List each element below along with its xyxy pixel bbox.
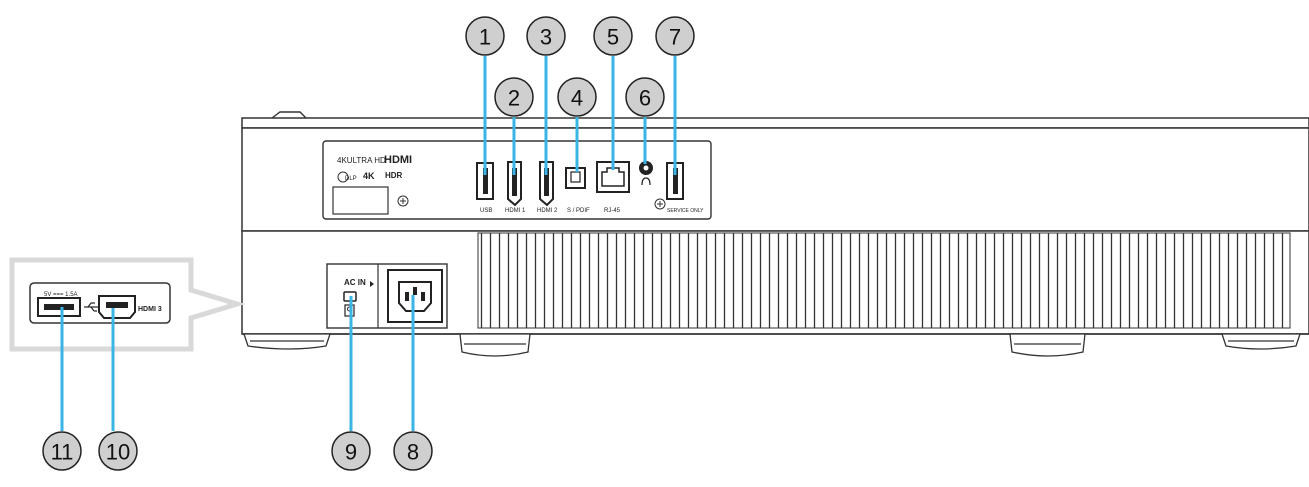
foot-mid-right [1009, 333, 1086, 357]
ac-power-socket[interactable] [387, 269, 443, 323]
callout-number: 10 [106, 440, 130, 465]
usb-port-label: USB [480, 208, 492, 214]
callout-number: 7 [669, 25, 681, 50]
callout-number: 1 [479, 25, 491, 50]
port-plate: 4KULTRA HD HDMI DLP 4K HDR USB HDMI 1 [322, 140, 712, 220]
callout-bubble [42, 431, 82, 471]
foot-mid-left [459, 333, 531, 357]
label-sticker [332, 186, 389, 215]
hdmi2-port-label: HDMI 2 [537, 208, 558, 214]
callout-bubble [331, 431, 371, 471]
callout-5: 5 [593, 16, 633, 56]
callout-bubble [494, 77, 534, 117]
callout-bubble [98, 431, 138, 471]
hdmi3-label: HDMI 3 [138, 306, 162, 313]
ultra-hd-logo: 4KULTRA HD [337, 156, 386, 165]
dlp-logo-icon [337, 171, 349, 183]
rj45-port-label: RJ-45 [604, 208, 621, 214]
callout-bubble [593, 16, 633, 56]
hdmi3-port[interactable] [98, 295, 136, 319]
usb-power-rating-label: 5V === 1.5A [44, 292, 78, 298]
projector-feet [243, 333, 1301, 357]
callout-bubble [625, 77, 665, 117]
callout-number: 8 [407, 440, 419, 465]
callout-bubble [557, 77, 597, 117]
callout-number: 3 [540, 25, 552, 50]
screw-icon [397, 195, 409, 207]
hdmi2-port[interactable] [539, 161, 554, 207]
callout-7: 7 [655, 16, 695, 56]
callout-number: 2 [508, 86, 520, 111]
callout-1: 1 [465, 16, 505, 56]
hdr-logo: HDR [385, 171, 403, 180]
audio-out-port[interactable] [639, 161, 653, 175]
callout-number: 4 [571, 86, 583, 111]
usb-symbol-icon [84, 302, 98, 312]
spdif-port-label: S / PDIF [567, 208, 590, 214]
hdmi-logo: HDMI [384, 154, 412, 166]
callout-9: 9 [331, 431, 371, 471]
screw-icon [654, 198, 666, 210]
callout-10: 10 [98, 431, 138, 471]
hdmi1-port[interactable] [507, 161, 522, 207]
usb-power-port[interactable] [37, 297, 81, 317]
callout-bubble [655, 16, 695, 56]
callout-number: 11 [51, 440, 74, 465]
service-only-label: SERVICE ONLY [667, 208, 704, 214]
side-port-panel: 5V === 1.5A HDMI 3 [9, 257, 246, 352]
callout-number: 6 [639, 86, 651, 111]
callout-6: 6 [625, 77, 665, 117]
ac-in-label: AC IN [344, 278, 366, 287]
power-panel: AC IN [326, 263, 448, 329]
callout-bubble [393, 431, 433, 471]
callout-2: 2 [494, 77, 534, 117]
callout-number: 5 [607, 25, 619, 50]
callout-8: 8 [393, 431, 433, 471]
headphone-icon [641, 177, 651, 186]
leader-lines [60, 56, 677, 431]
callout-3: 3 [526, 16, 566, 56]
hdmi1-port-label: HDMI 1 [505, 208, 526, 214]
callout-4: 4 [557, 77, 597, 117]
callout-bubbles: 1 2 3 4 5 6 7 8 9 10 11 [42, 16, 695, 471]
4k-logo: 4K [363, 171, 375, 181]
callout-bubble [526, 16, 566, 56]
callout-11: 11 [42, 431, 82, 471]
callout-number: 9 [345, 440, 357, 465]
rj45-port[interactable] [596, 161, 630, 193]
dlp-logo: DLP [345, 176, 357, 182]
vent-grille [477, 232, 1291, 329]
callout-bubble [465, 16, 505, 56]
